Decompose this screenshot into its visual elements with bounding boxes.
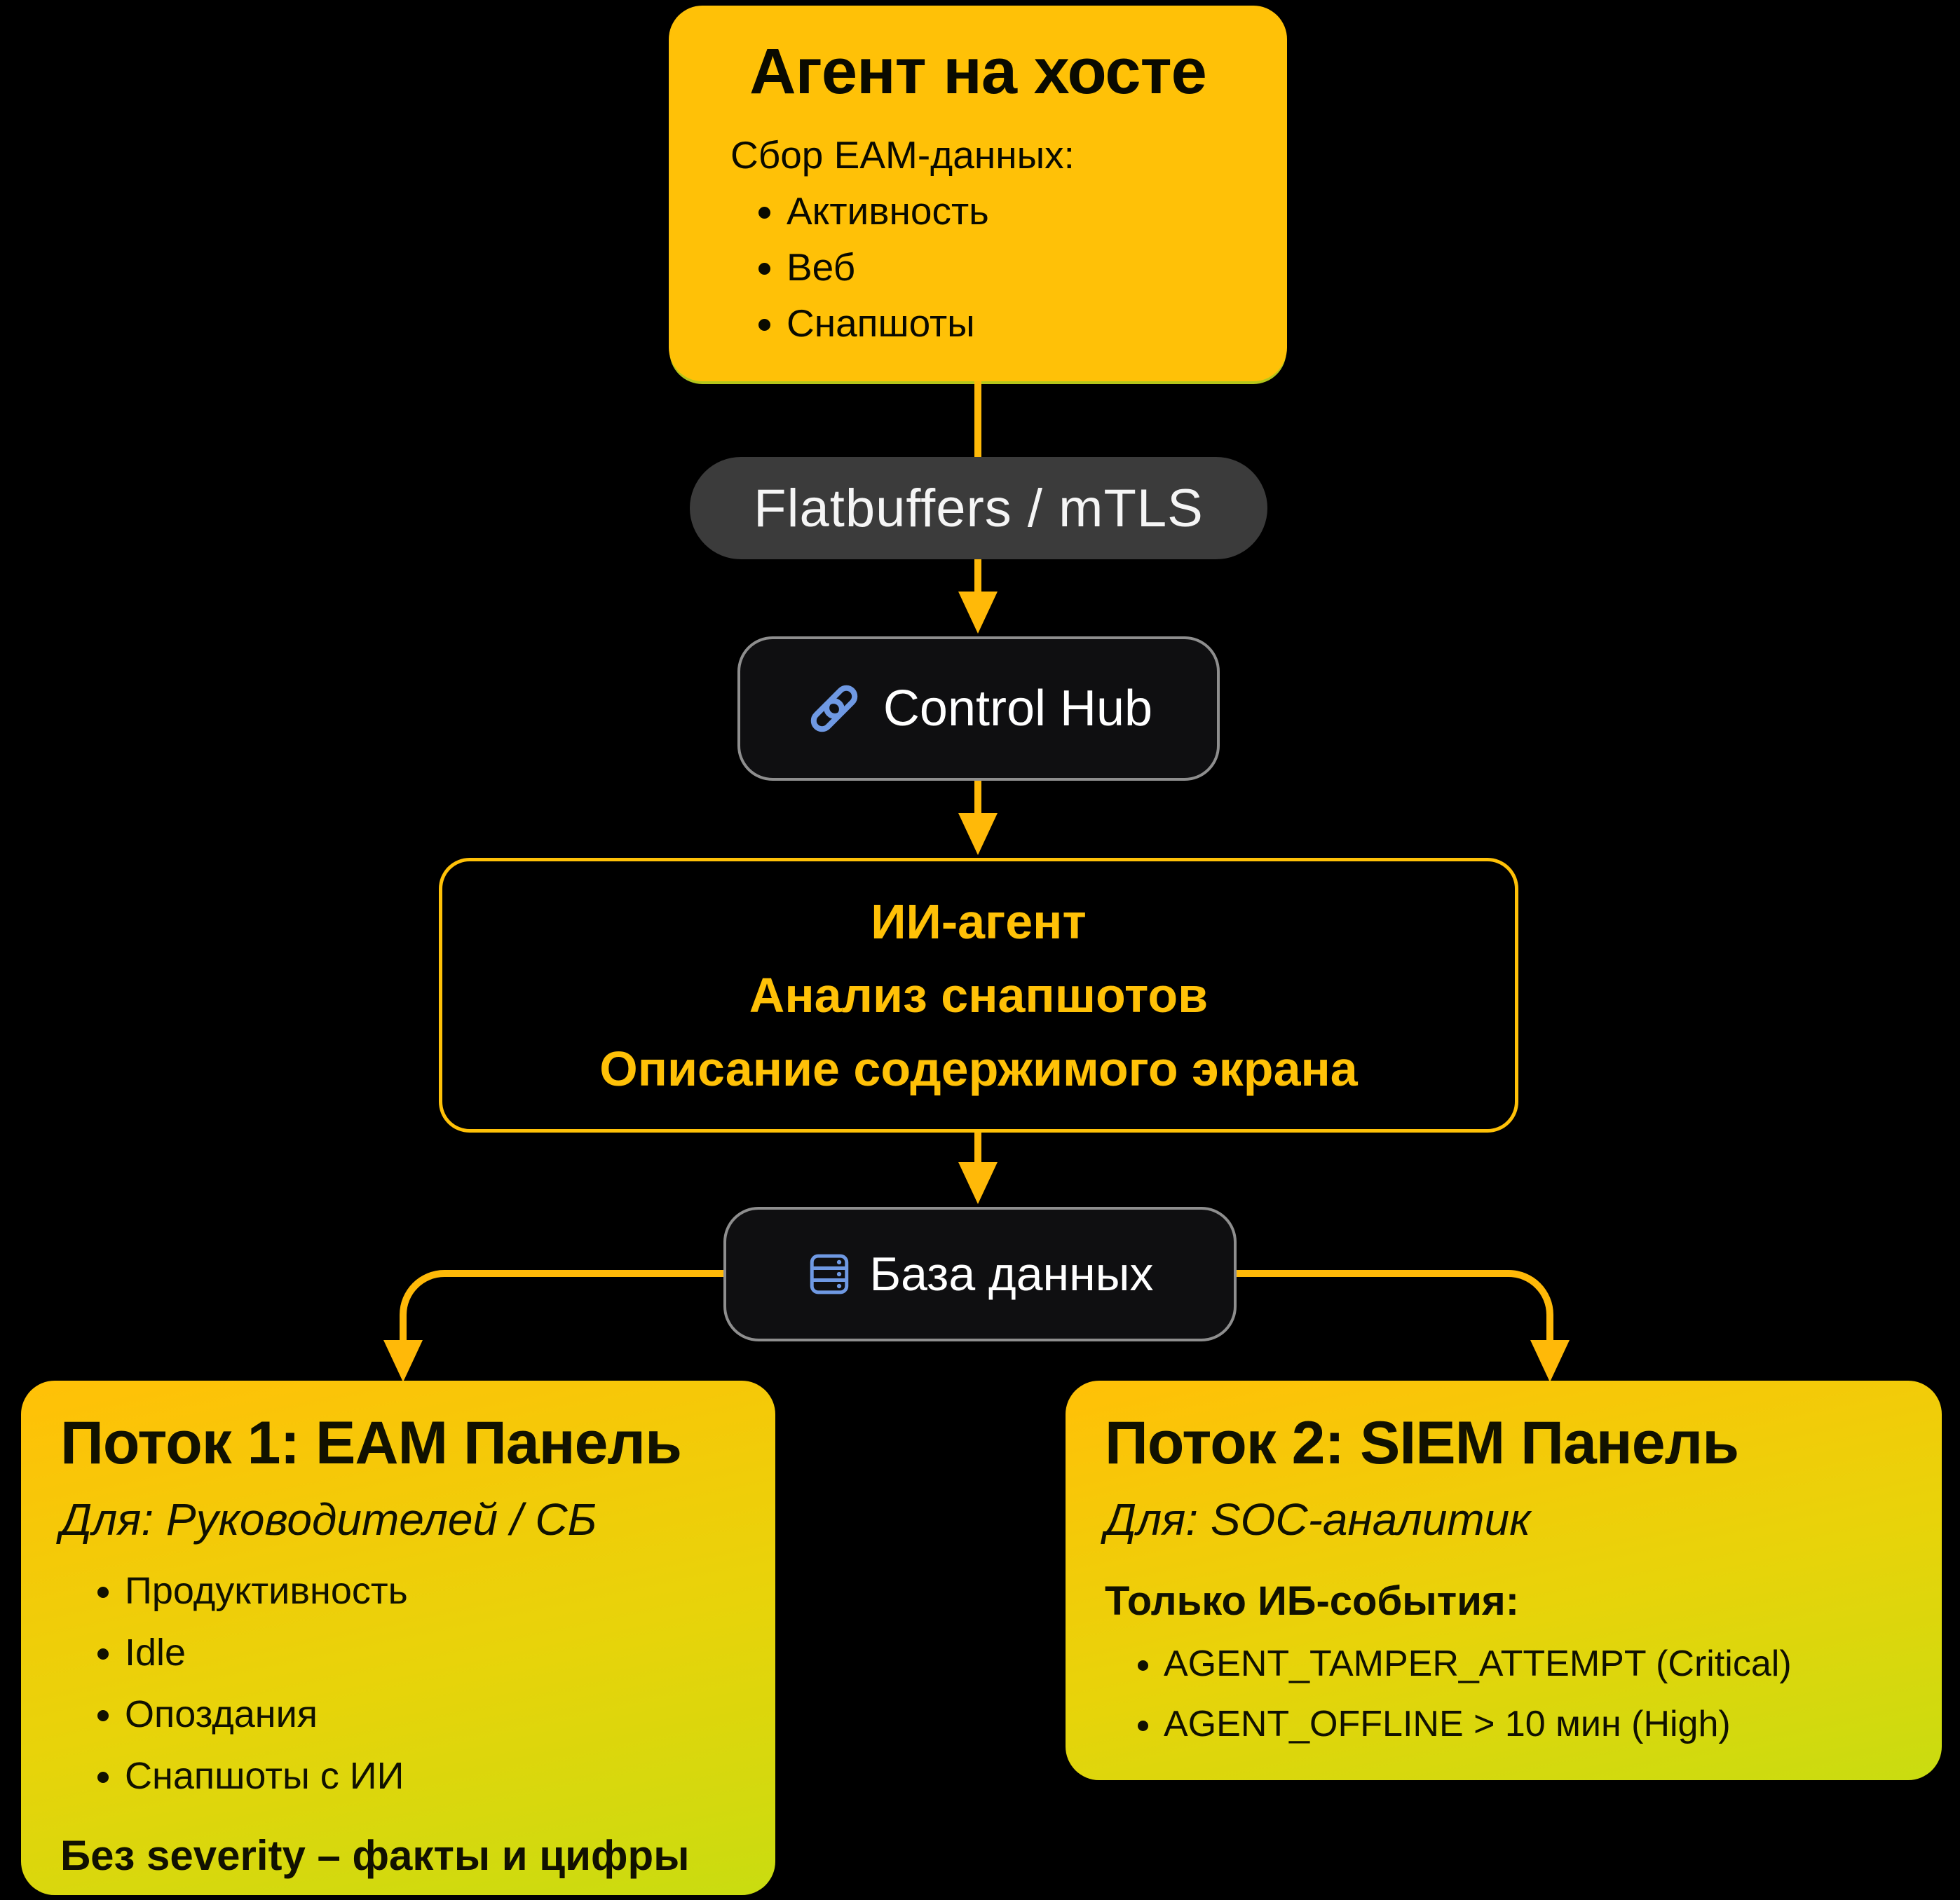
node-stream1-eam-panel: Поток 1: EAM Панель Для: Руководителей /…	[21, 1381, 775, 1895]
connector-db-stream1	[400, 1270, 723, 1343]
stream2-subtitle: Только ИБ-события:	[1105, 1578, 1520, 1624]
arrowhead-down-icon	[958, 592, 998, 634]
list-item: Опоздания	[125, 1693, 736, 1736]
arrowhead-down-icon	[958, 1162, 998, 1204]
arrowhead-down-icon	[1530, 1340, 1570, 1382]
node-ai-agent: ИИ-агент Анализ снапшотов Описание содер…	[439, 858, 1518, 1133]
stream1-list: Продуктивность Idle Опоздания Снапшоты с…	[60, 1569, 736, 1798]
list-item: Веб	[787, 245, 1287, 289]
ai-agent-line: ИИ-агент	[871, 894, 1087, 949]
list-item: Снапшоты с ИИ	[125, 1754, 736, 1798]
node-control-hub: Control Hub	[737, 636, 1220, 781]
database-icon	[810, 1254, 849, 1294]
transport-label: Flatbuffers / mTLS	[754, 478, 1204, 538]
node-host-agent: Агент на хосте Сбор EAM-данных: Активнос…	[669, 6, 1287, 381]
link-icon	[810, 685, 858, 732]
arrowhead-down-icon	[383, 1340, 423, 1382]
stream1-title: Поток 1: EAM Панель	[60, 1409, 682, 1477]
host-agent-subtitle: Сбор EAM-данных:	[730, 133, 1075, 177]
control-hub-label: Control Hub	[883, 681, 1153, 737]
list-item: AGENT_TAMPER_ATTEMPT (Critical)	[1164, 1643, 1903, 1685]
connector-transport-hub	[974, 559, 981, 596]
list-item: AGENT_OFFLINE > 10 мин (High)	[1164, 1703, 1903, 1745]
connector-db-stream2	[1237, 1270, 1553, 1343]
node-transport: Flatbuffers / mTLS	[690, 457, 1267, 559]
list-item: Idle	[125, 1631, 736, 1674]
stream2-audience: Для: SOC-аналитик	[1105, 1494, 1531, 1545]
host-agent-list: Активность Веб Снапшоты	[739, 189, 1287, 346]
node-stream2-siem-panel: Поток 2: SIEM Панель Для: SOC-аналитик Т…	[1066, 1381, 1942, 1780]
stream2-title: Поток 2: SIEM Панель	[1105, 1409, 1739, 1477]
database-label: База данных	[869, 1248, 1154, 1301]
ai-agent-line: Анализ снапшотов	[749, 967, 1209, 1023]
ai-agent-line: Описание содержимого экрана	[599, 1041, 1358, 1096]
stream2-list: AGENT_TAMPER_ATTEMPT (Critical) AGENT_OF…	[1105, 1643, 1903, 1745]
connector-hub-ai	[974, 781, 981, 817]
arrowhead-down-icon	[958, 813, 998, 855]
connector-ai-db	[974, 1133, 981, 1166]
stream1-footer: Без severity – факты и цифры	[60, 1832, 690, 1879]
list-item: Продуктивность	[125, 1569, 736, 1613]
list-item: Снапшоты	[787, 301, 1287, 346]
host-agent-title: Агент на хосте	[749, 36, 1207, 107]
node-database: База данных	[723, 1207, 1237, 1341]
stream1-audience: Для: Руководителей / СБ	[60, 1494, 597, 1545]
connector-agent-transport	[974, 381, 981, 458]
list-item: Активность	[787, 189, 1287, 233]
